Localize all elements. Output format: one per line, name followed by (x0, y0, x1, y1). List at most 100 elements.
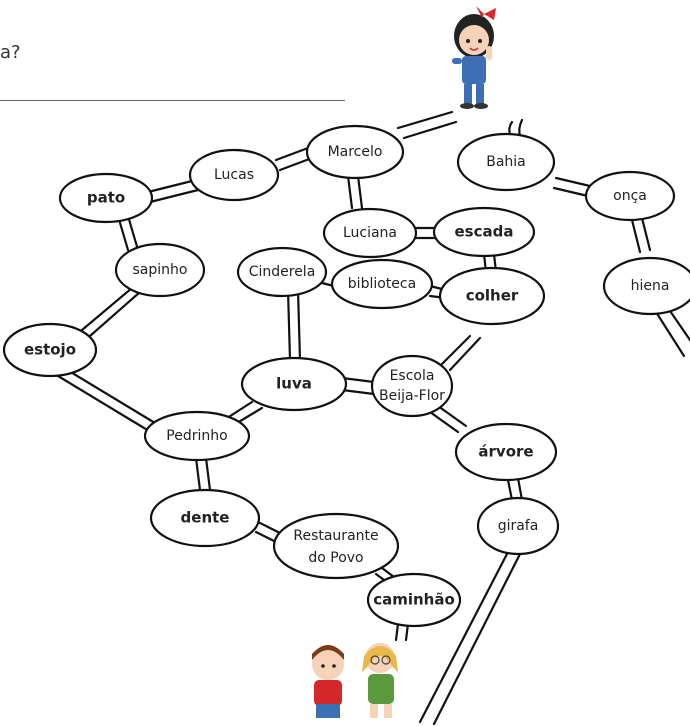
girl-eye-left (466, 39, 470, 43)
girl-shoe-left (460, 103, 474, 109)
label-lucas: Lucas (214, 167, 254, 183)
path-segment (506, 478, 514, 502)
label-biblioteca: biblioteca (348, 276, 416, 292)
label-caminhao: caminhão (373, 591, 455, 609)
node-marcelo[interactable] (305, 124, 405, 180)
path-segment (296, 288, 302, 362)
label-dente: dente (181, 509, 230, 527)
path-segment (508, 120, 514, 136)
node-pedrinho[interactable] (143, 410, 251, 462)
girl-character (452, 6, 496, 109)
path-segment (518, 118, 524, 138)
label-escada: escada (455, 223, 514, 241)
node-arvore[interactable] (454, 422, 558, 482)
node-escola[interactable] (370, 354, 454, 418)
path-segment (146, 178, 198, 194)
girl-leg-right (476, 84, 484, 104)
boy-eye-right (332, 664, 336, 668)
node-cinderela[interactable] (236, 246, 328, 298)
path-segment (340, 376, 376, 384)
path-segment (62, 366, 162, 428)
girl-leg-left (464, 84, 472, 104)
node-lucas[interactable] (188, 148, 280, 202)
path-segment (630, 218, 642, 254)
girl-arm-left (452, 58, 462, 64)
node-caminhao[interactable] (366, 572, 462, 628)
node-dente[interactable] (149, 488, 261, 548)
path-segment (356, 174, 364, 210)
node-escada[interactable] (432, 206, 536, 258)
boy-shirt (314, 680, 342, 706)
path-segment (396, 110, 454, 130)
path-segment (194, 456, 202, 492)
path-segment (436, 404, 468, 428)
label-pedrinho: Pedrinho (166, 428, 227, 444)
girl2-hair (362, 646, 398, 672)
label-cinderela: Cinderela (249, 264, 316, 280)
path-segment (204, 456, 212, 492)
label-onca: onça (613, 188, 647, 204)
node-bahia[interactable] (456, 132, 556, 192)
node-hiena[interactable] (602, 256, 690, 316)
path-segment (148, 188, 200, 204)
answer-line[interactable] (0, 100, 345, 101)
path-segment (448, 336, 482, 372)
kids-character (312, 643, 398, 718)
girl-mouth (469, 47, 479, 51)
girl-shoe-right (474, 103, 488, 109)
path-segment (278, 156, 314, 172)
label-colher: colher (466, 287, 519, 305)
label-luciana: Luciana (343, 225, 397, 241)
label-restaurante-line1: Restaurante (293, 528, 378, 544)
path-segment (126, 214, 140, 252)
question-text: a? (0, 42, 21, 63)
node-biblioteca[interactable] (330, 258, 434, 310)
girl2-dress (368, 674, 394, 704)
girl2-leg-right (384, 704, 392, 718)
path-segment (346, 174, 354, 210)
girl-bow-icon (476, 6, 496, 20)
label-hiena: hiena (631, 278, 670, 294)
glasses-left-icon (370, 655, 380, 665)
path-segment (438, 334, 472, 368)
boy-pants (316, 704, 340, 718)
label-luva: luva (276, 375, 312, 393)
girl-eye-right (478, 39, 482, 43)
node-girafa[interactable] (476, 496, 560, 556)
label-arvore: árvore (478, 443, 533, 461)
path-segment (554, 176, 592, 188)
girl-arm-right (486, 46, 492, 60)
path-segment (640, 216, 652, 252)
path-segment (654, 310, 686, 358)
path-segment (432, 552, 522, 726)
label-escola-line2: Beija-Flor (379, 388, 445, 404)
path-segment (552, 186, 590, 198)
node-luva[interactable] (240, 356, 348, 412)
label-girafa: girafa (498, 518, 539, 534)
label-sapinho: sapinho (133, 262, 188, 278)
path-segment (340, 388, 376, 396)
node-restaurante[interactable] (272, 512, 400, 580)
node-pato[interactable] (58, 172, 154, 224)
label-marcelo: Marcelo (328, 144, 383, 160)
boy-eye-left (321, 664, 325, 668)
node-luciana[interactable] (322, 207, 418, 259)
girl2-leg-left (370, 704, 378, 718)
path-segment (88, 290, 142, 338)
girl-face (459, 25, 489, 55)
path-segment (516, 476, 524, 502)
node-sapinho[interactable] (114, 242, 206, 298)
label-estojo: estojo (24, 341, 76, 359)
path-segment (418, 550, 510, 724)
path-segment (666, 306, 690, 342)
label-bahia: Bahia (486, 154, 526, 170)
path-segment (428, 410, 460, 434)
node-colher[interactable] (438, 266, 546, 326)
glasses-right-icon (381, 655, 391, 665)
label-escola-line1: Escola (390, 368, 435, 384)
node-estojo[interactable] (2, 322, 98, 378)
boy-hair (312, 645, 344, 660)
node-onca[interactable] (584, 170, 676, 222)
label-restaurante-line2: do Povo (308, 550, 363, 566)
